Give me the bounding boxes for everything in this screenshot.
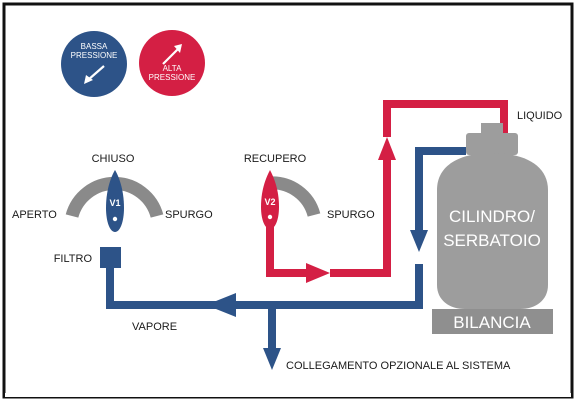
low-pressure-line2: PRESSIONE	[71, 51, 118, 60]
cylinder-vapor-line	[410, 147, 466, 252]
liquid-arrow-right	[306, 263, 330, 283]
low-pressure-line1: BASSA	[81, 42, 108, 51]
cylinder-label-line2: SERBATOIO	[443, 231, 541, 250]
valve2-purge-label: SPURGO	[327, 209, 375, 221]
scale-body	[432, 309, 553, 334]
liquid-arrow-up	[378, 137, 396, 160]
valve2-handle	[261, 170, 279, 229]
cylinder-vapor-arrow-down	[410, 230, 428, 252]
cylinder-valve-cap	[466, 133, 518, 155]
valve1-open-label: APERTO	[12, 209, 57, 221]
vapor-line	[106, 264, 423, 370]
gauge-needle-low-icon	[84, 65, 105, 84]
scale: BILANCIA	[432, 309, 553, 334]
valve-v1: V1 CHIUSO APERTO SPURGO	[12, 153, 213, 232]
high-pressure-badge: ALTA PRESSIONE	[139, 30, 205, 96]
cylinder: CILINDRO/ SERBATOIO	[437, 123, 548, 309]
filter-block	[100, 247, 121, 268]
valve1-purge-label: SPURGO	[165, 209, 213, 221]
filter-label: FILTRO	[54, 253, 93, 265]
scale-label: BILANCIA	[453, 313, 531, 332]
valve1-closed-label: CHIUSO	[92, 153, 135, 165]
low-pressure-badge: BASSA PRESSIONE	[61, 31, 127, 97]
vapor-arrow-left	[206, 293, 236, 317]
high-pressure-line2: PRESSIONE	[149, 73, 196, 82]
valve2-recovery-label: RECUPERO	[244, 153, 307, 165]
liquid-label: LIQUIDO	[517, 110, 563, 122]
valve2-gauge-arc	[269, 176, 321, 217]
valve1-pivot	[112, 216, 118, 222]
valve1-handle	[106, 170, 124, 232]
liquid-line	[266, 100, 508, 283]
optional-arrow-down	[263, 348, 281, 370]
valve2-id: V2	[264, 197, 275, 207]
cylinder-neck	[481, 123, 503, 136]
valve-v2: V2 RECUPERO SPURGO	[244, 153, 375, 229]
gauge-needle-high-icon	[162, 44, 182, 65]
valve2-pivot	[267, 214, 273, 220]
vapor-label: VAPORE	[132, 321, 177, 333]
cylinder-label-line1: CILINDRO/	[449, 207, 535, 226]
high-pressure-line1: ALTA	[163, 64, 182, 73]
cylinder-body	[437, 153, 548, 309]
valve1-id: V1	[109, 198, 120, 208]
optional-connection-label: COLLEGAMENTO OPZIONALE AL SISTEMA	[286, 360, 511, 372]
